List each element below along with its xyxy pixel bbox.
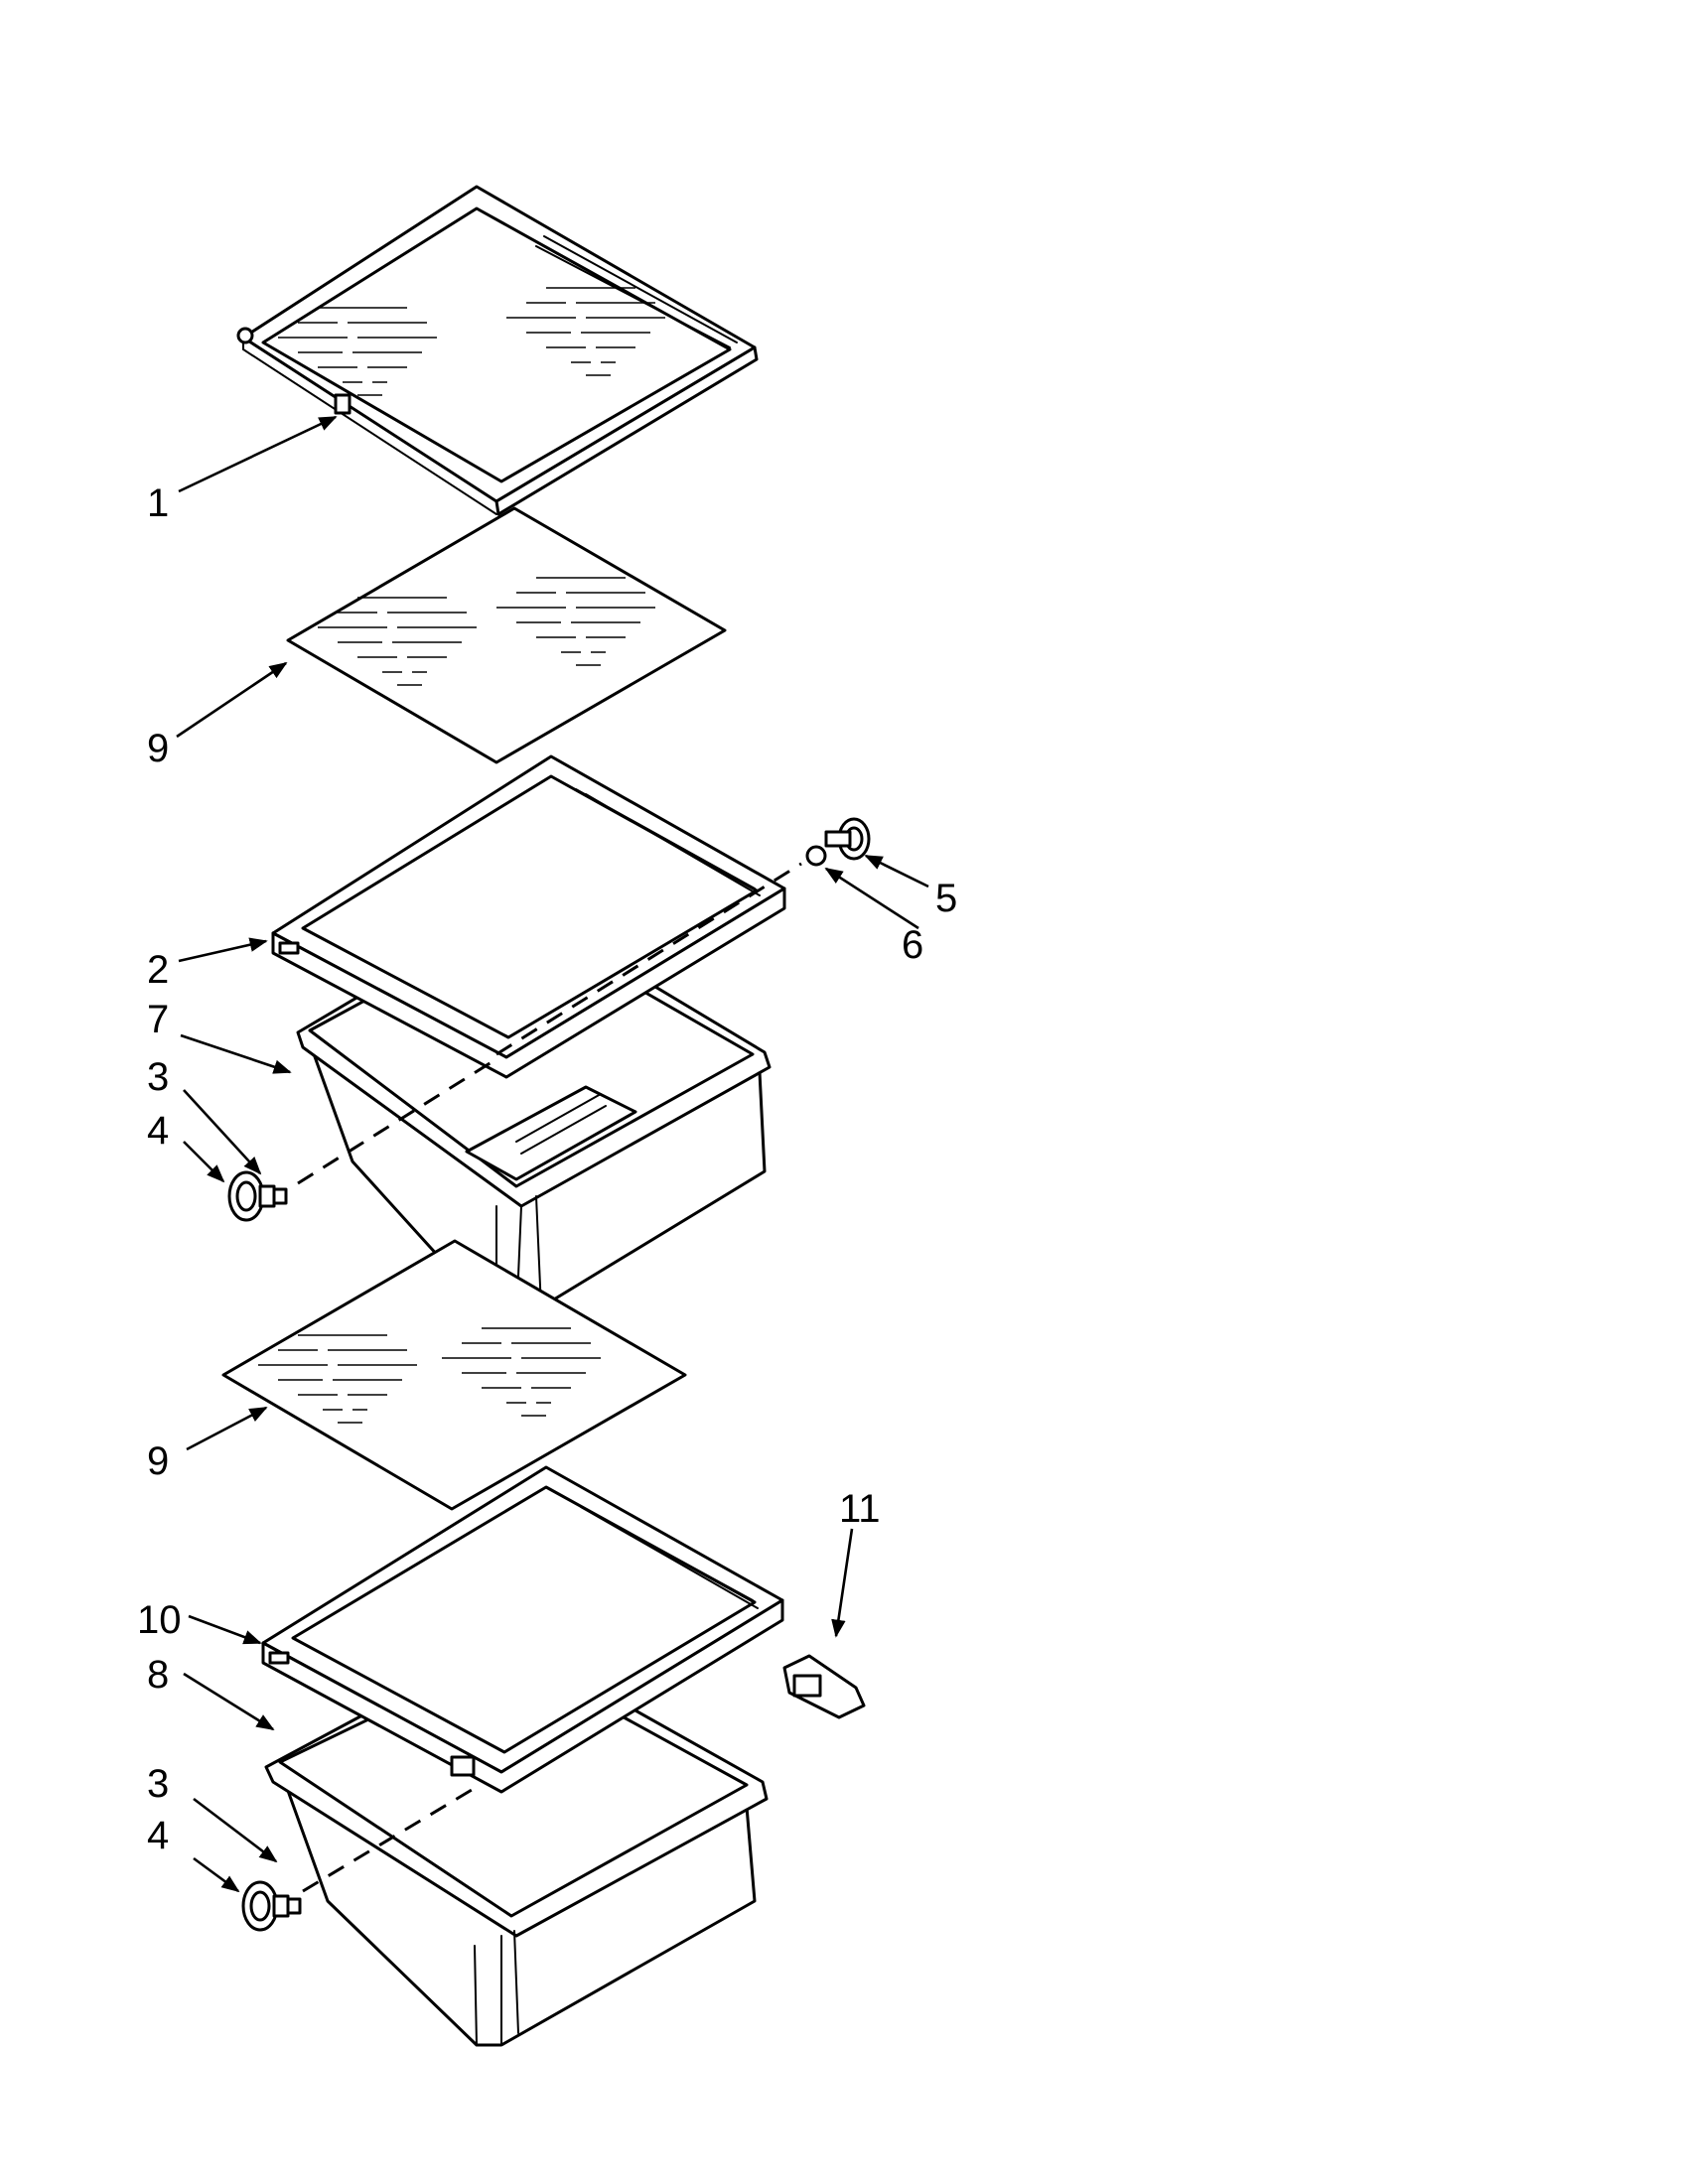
callout-9-lower: 9 xyxy=(147,1439,169,1483)
callout-8: 8 xyxy=(147,1653,169,1697)
shelf-frame xyxy=(236,185,759,516)
crisper-cover-lower xyxy=(261,1465,784,1794)
callout-4-lower: 4 xyxy=(147,1814,169,1857)
callout-4-upper: 4 xyxy=(147,1109,169,1153)
callout-10: 10 xyxy=(137,1598,182,1642)
callout-11: 11 xyxy=(839,1487,881,1531)
callout-7: 7 xyxy=(147,998,169,1041)
roller-right xyxy=(805,817,871,867)
leader-lines xyxy=(176,415,929,1893)
roller-left-upper xyxy=(227,1170,288,1222)
callout-3-upper: 3 xyxy=(147,1055,169,1099)
glass-insert-upper xyxy=(286,506,727,764)
callout-1: 1 xyxy=(147,481,169,525)
callout-9-upper: 9 xyxy=(147,727,169,770)
callout-labels: 1 9 5 6 2 7 3 4 9 11 10 8 3 4 xyxy=(137,481,957,1857)
glass-insert-lower xyxy=(221,1239,687,1511)
crisper-cover-upper xyxy=(271,754,786,1079)
callout-5: 5 xyxy=(935,877,957,920)
callout-6: 6 xyxy=(902,923,923,967)
callout-2: 2 xyxy=(147,948,169,992)
callout-3-lower: 3 xyxy=(147,1762,169,1806)
roller-left-lower xyxy=(241,1880,302,1932)
crisper-clip xyxy=(782,1654,866,1719)
